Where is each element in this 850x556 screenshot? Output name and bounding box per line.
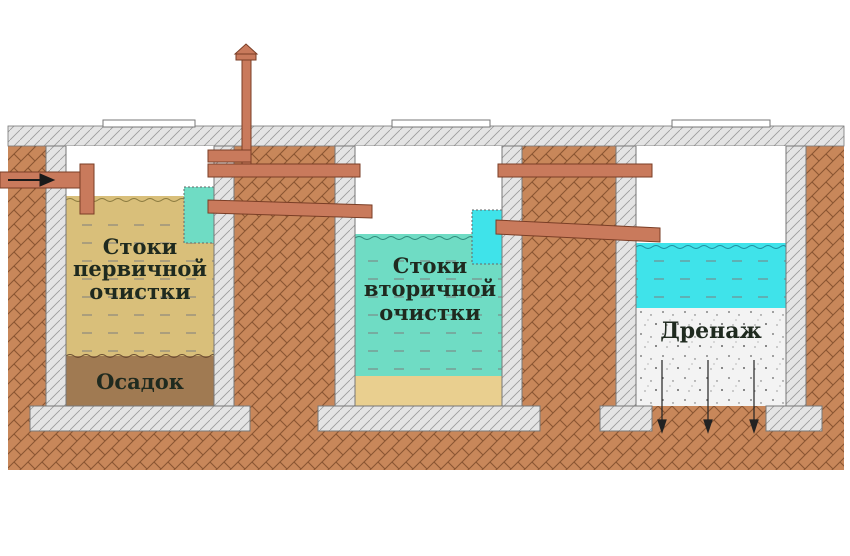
chamber-2-base — [317, 405, 541, 432]
chamber-2-label-line1: Стоки — [393, 253, 467, 278]
drainage-arrows — [657, 360, 759, 434]
hatch-2 — [391, 119, 491, 128]
inlet-arrow — [8, 173, 56, 187]
chamber-3-base-right — [765, 405, 823, 432]
overflow-riser-1 — [184, 187, 214, 243]
chamber-2-wall-left — [334, 145, 356, 407]
hatch-1 — [102, 119, 196, 128]
chamber-1-label-line2: первичной — [73, 256, 207, 281]
chamber-1-label-line3: очистки — [89, 279, 191, 304]
gravel-fill — [636, 308, 786, 406]
chamber-3-wall-right — [785, 145, 807, 407]
ground-surface — [7, 125, 845, 147]
chamber-2-label-line3: очистки — [379, 300, 481, 325]
chamber-2-label-line2: вторичной — [364, 276, 496, 301]
overflow-riser-2 — [472, 210, 502, 264]
hatch-3 — [671, 119, 771, 128]
chamber-1-label-line1: Стоки — [103, 234, 177, 259]
overflow-pipe-2 — [495, 219, 661, 243]
connector-pipe-2 — [497, 163, 653, 178]
chamber-3-base-left — [599, 405, 653, 432]
chamber-2: Стоки вторичной очистки — [317, 145, 541, 432]
drain-label: Дренаж — [660, 318, 762, 344]
overflow-pipe-1 — [207, 199, 373, 219]
connector-pipe-1 — [207, 163, 361, 178]
sediment-fill — [66, 356, 214, 406]
chamber-3-wall-left — [615, 145, 637, 407]
chamber-3: Дренаж — [599, 145, 823, 434]
chamber-1: Стоки первичной очистки Осадок — [29, 145, 251, 432]
chamber-2-wall-right — [501, 145, 523, 407]
chamber-1-wall-right — [213, 145, 235, 407]
vent-cap — [233, 43, 259, 55]
pipes — [0, 43, 661, 243]
sediment-label: Осадок — [96, 369, 184, 394]
inlet-tee — [79, 163, 95, 215]
secondary-sediment-fill — [355, 376, 502, 406]
chamber-1-base — [29, 405, 251, 432]
vent-elbow — [207, 149, 252, 163]
